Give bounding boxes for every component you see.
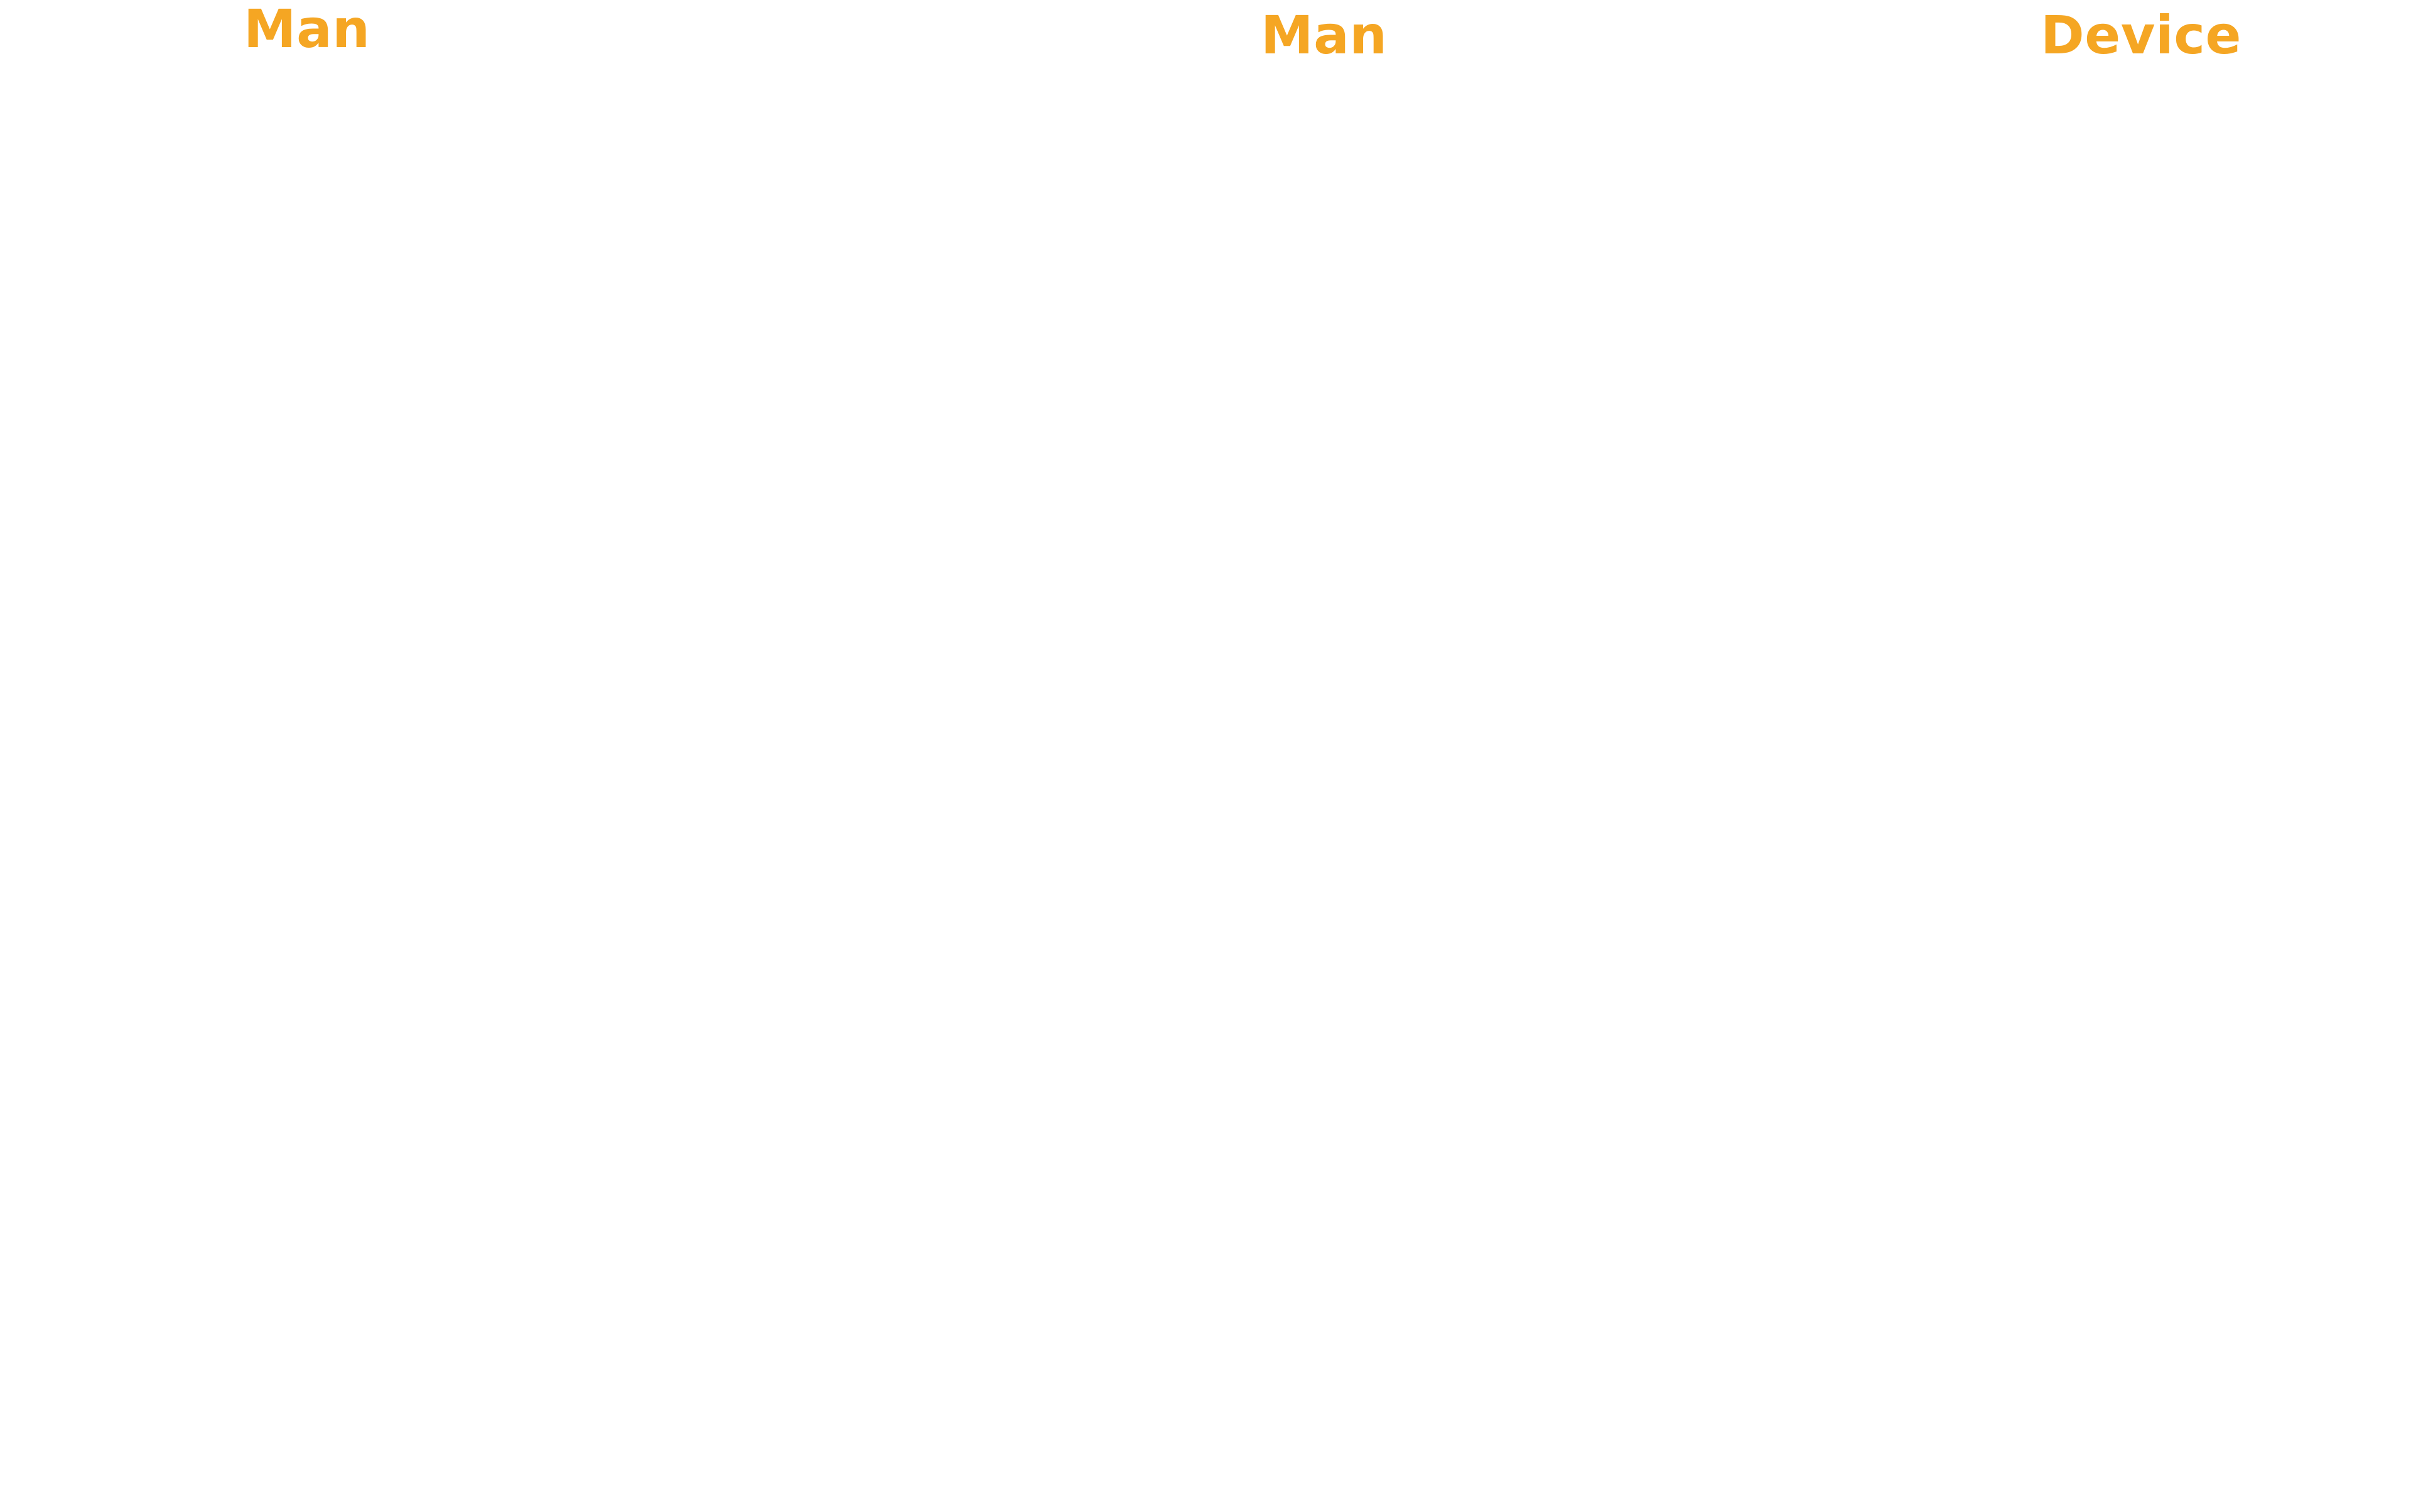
label-man-left: Man [244,0,370,60]
label-device-right: Device [2041,4,2242,66]
label-man-center: Man [1261,4,1388,66]
